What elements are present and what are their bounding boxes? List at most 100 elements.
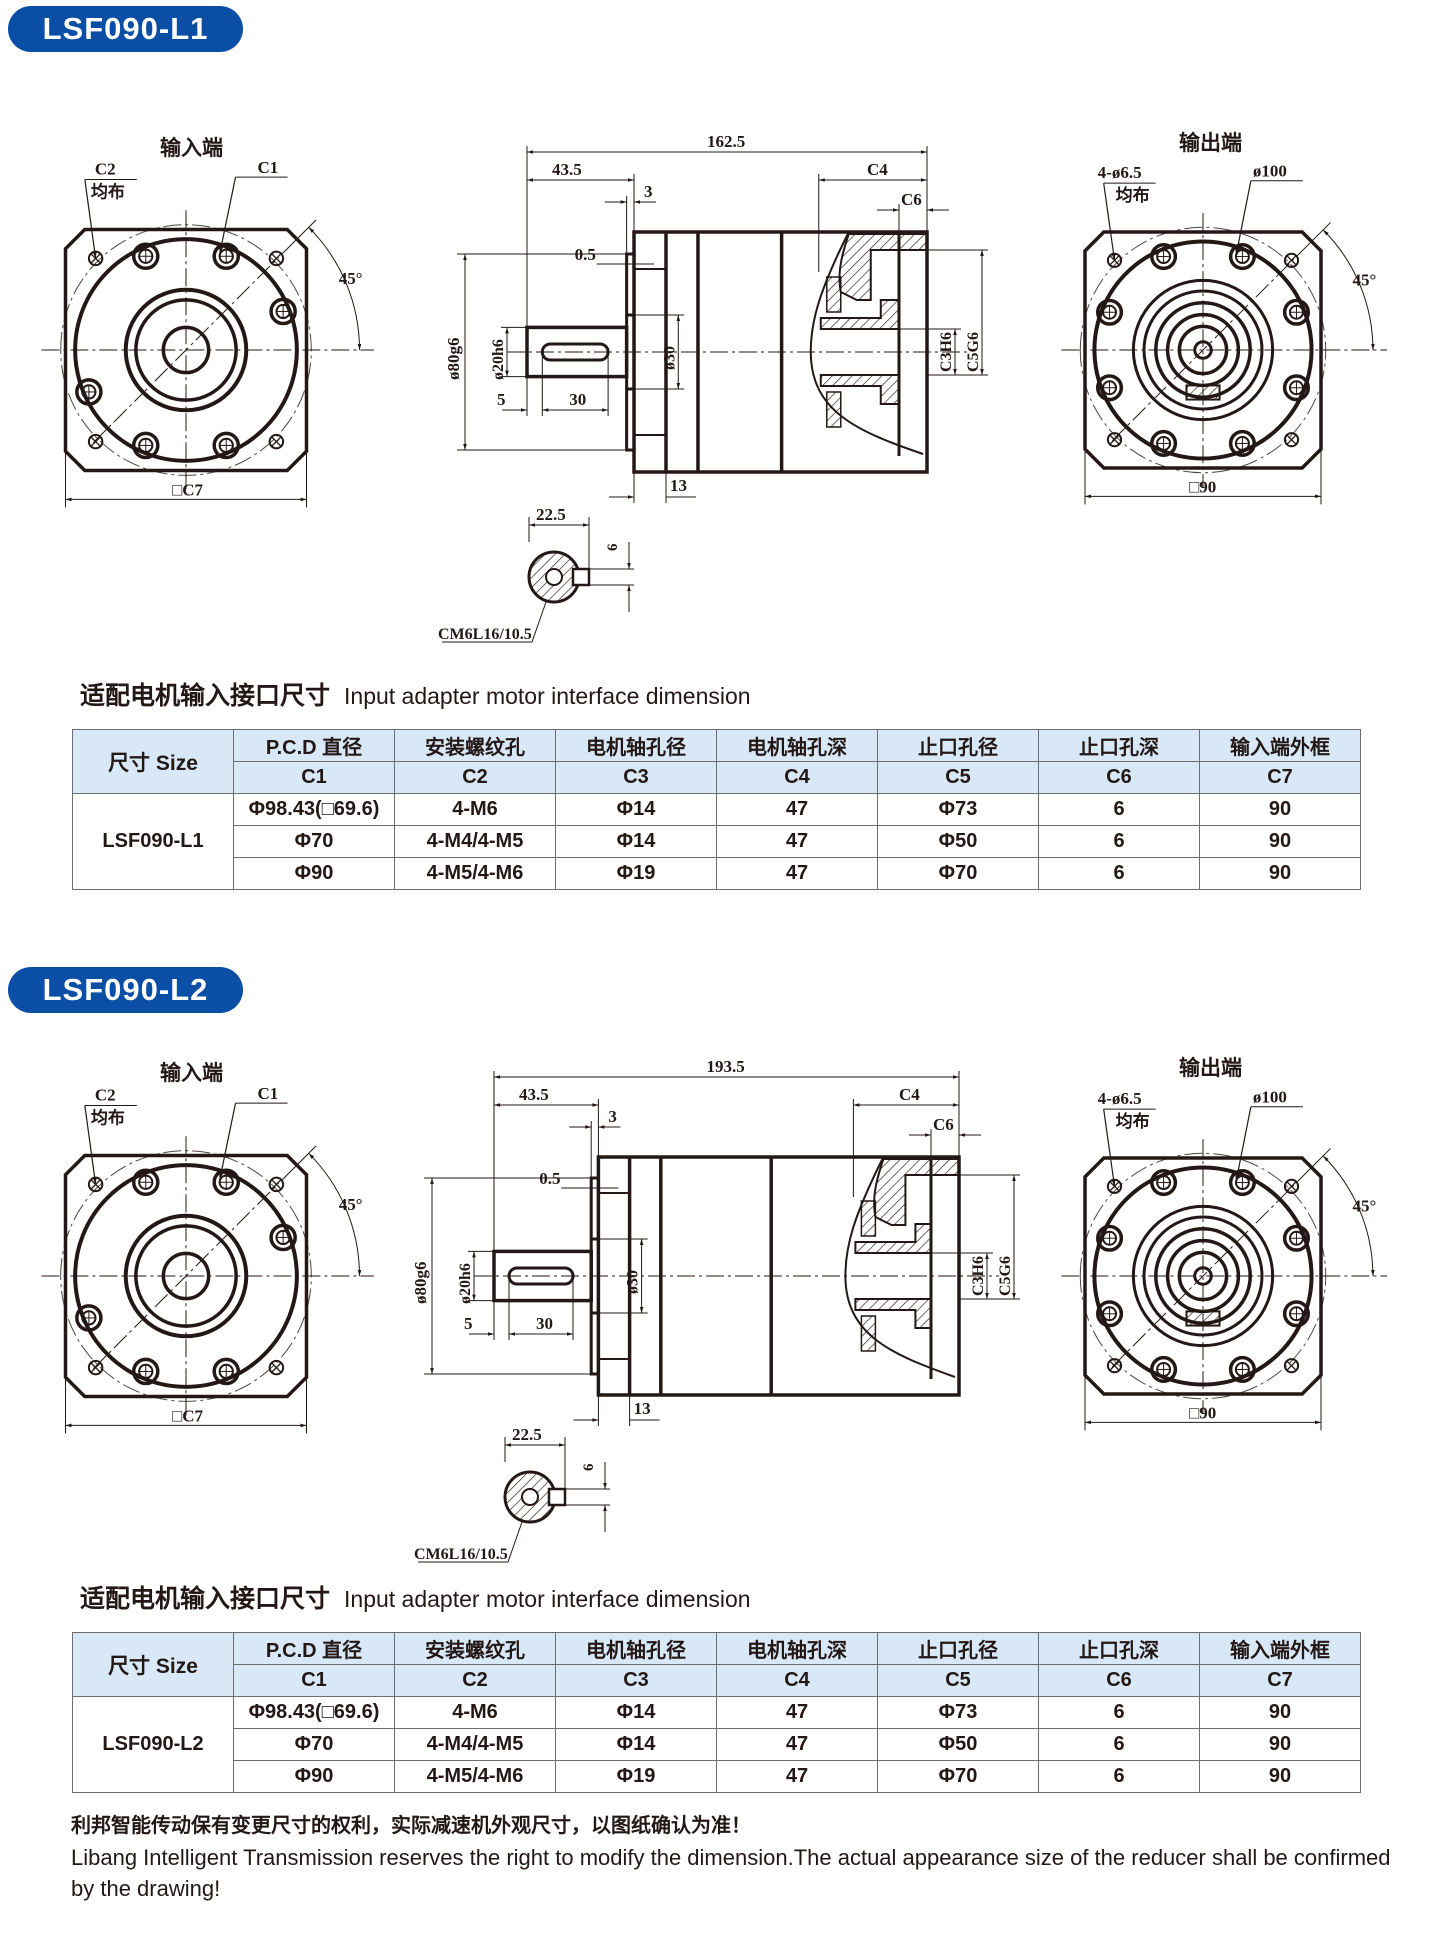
shaft-length-dim: 43.5 xyxy=(552,160,582,179)
table-cell: 6 xyxy=(1038,1728,1200,1761)
angle-label: 45° xyxy=(339,269,363,288)
boss-diameter-dim: ø30 xyxy=(661,346,678,370)
key-offset-dim: 5 xyxy=(497,390,506,409)
column-header-code: C1 xyxy=(233,761,395,794)
table-title-cn: 适配电机输入接口尺寸 xyxy=(80,1584,331,1613)
column-header-cn: 电机轴孔径 xyxy=(555,1632,717,1665)
width-dimension: □C7 xyxy=(172,1406,204,1425)
table-cell: 6 xyxy=(1038,793,1200,826)
table-cell: 90 xyxy=(1199,1696,1361,1729)
shaft-diameter-dim: ø20h6 xyxy=(457,1263,474,1304)
pilot-diameter-dim: ø80g6 xyxy=(444,338,463,381)
evenly-distributed-label: 均布 xyxy=(1116,185,1150,205)
table-cell: Φ19 xyxy=(555,857,717,890)
column-header-code: C3 xyxy=(555,761,717,794)
table-cell: Φ14 xyxy=(555,825,717,858)
view-title: 输入端 xyxy=(160,136,223,160)
column-header-cn: 止口孔径 xyxy=(877,729,1039,762)
evenly-distributed-label: 均布 xyxy=(91,1107,125,1127)
table-cell: 6 xyxy=(1038,857,1200,890)
thread-callout: CM6L16/10.5 xyxy=(438,626,532,643)
table-cell: Φ98.43(□69.6) xyxy=(233,1696,395,1729)
view-title: 输出端 xyxy=(1179,1056,1242,1080)
view-title: 输出端 xyxy=(1179,131,1242,155)
pcd-label: ø100 xyxy=(1253,1088,1287,1107)
key-offset-dim: 5 xyxy=(464,1314,473,1333)
column-header-cn: 电机轴孔径 xyxy=(555,729,717,762)
table-cell: Φ50 xyxy=(877,825,1039,858)
table-cell: 4-M5/4-M6 xyxy=(394,857,556,890)
key-length-dim: 30 xyxy=(536,1314,553,1333)
column-header-code: C7 xyxy=(1199,1664,1361,1697)
column-header-cn: 止口孔径 xyxy=(877,1632,1039,1665)
shaft-length-dim: 43.5 xyxy=(519,1085,549,1104)
column-header-cn: 安装螺纹孔 xyxy=(394,1632,556,1665)
pilot-length-dim: 3 xyxy=(608,1107,617,1126)
holes-label: 4-ø6.5 xyxy=(1098,163,1142,182)
section-key-dim: 6 xyxy=(605,543,621,551)
table-cell: 4-M4/4-M5 xyxy=(394,1728,556,1761)
table-title-l2: 适配电机输入接口尺寸 Input adapter motor interface… xyxy=(80,1579,751,1615)
pcd-label: ø100 xyxy=(1253,162,1287,181)
key-length-dim: 30 xyxy=(569,390,586,409)
table-cell: Φ73 xyxy=(877,1696,1039,1729)
column-header-code: C4 xyxy=(716,1664,878,1697)
flange-thickness-dim: 13 xyxy=(634,1399,651,1418)
table-cell: Φ14 xyxy=(555,1728,717,1761)
column-header-cn: 电机轴孔深 xyxy=(716,1632,878,1665)
table-cell: Φ90 xyxy=(233,1760,395,1793)
column-header-cn: 输入端外框 xyxy=(1199,1632,1361,1665)
c2-label: C2 xyxy=(95,1085,116,1104)
table-cell: 47 xyxy=(716,857,878,890)
table-cell: Φ73 xyxy=(877,793,1039,826)
angle-label: 45° xyxy=(1353,1196,1377,1215)
table-cell: Φ98.43(□69.6) xyxy=(233,793,395,826)
table-cell: 4-M5/4-M6 xyxy=(394,1760,556,1793)
table-cell: 6 xyxy=(1038,825,1200,858)
column-header-cn: P.C.D 直径 xyxy=(233,729,395,762)
c3-dim: C3H6 xyxy=(970,1256,987,1296)
column-header-code: C5 xyxy=(877,761,1039,794)
size-header: 尺寸 Size xyxy=(72,1632,234,1697)
overall-length-dim: 162.5 xyxy=(707,132,745,151)
table-cell: 4-M6 xyxy=(394,1696,556,1729)
column-header-cn: 电机轴孔深 xyxy=(716,729,878,762)
disclaimer-cn: 利邦智能传动保有变更尺寸的权利，实际减速机外观尺寸，以图纸确认为准！ xyxy=(71,1815,751,1837)
flange-thickness-dim: 13 xyxy=(670,476,687,495)
evenly-distributed-label: 均布 xyxy=(91,181,125,201)
table-title-cn: 适配电机输入接口尺寸 xyxy=(80,681,331,710)
column-header-cn: P.C.D 直径 xyxy=(233,1632,395,1665)
c6-dim: C6 xyxy=(933,1115,954,1134)
table-cell: 47 xyxy=(716,1760,878,1793)
table-cell: 6 xyxy=(1038,1760,1200,1793)
shaft-diameter-dim: ø20h6 xyxy=(490,339,507,380)
table-cell: Φ70 xyxy=(233,825,395,858)
column-header-code: C6 xyxy=(1038,1664,1200,1697)
pilot-diameter-dim: ø80g6 xyxy=(411,1262,430,1305)
table-cell: 47 xyxy=(716,1696,878,1729)
table-cell: Φ70 xyxy=(233,1728,395,1761)
c2-label: C2 xyxy=(95,159,116,178)
table-cell: Φ14 xyxy=(555,793,717,826)
c1-label: C1 xyxy=(258,158,279,177)
column-header-code: C2 xyxy=(394,761,556,794)
width-dimension: □90 xyxy=(1189,1403,1216,1422)
section-width-dim: 22.5 xyxy=(536,505,566,524)
table-cell: 6 xyxy=(1038,1696,1200,1729)
table-cell: Φ14 xyxy=(555,1696,717,1729)
model-badge-l1: LSF090-L1 xyxy=(8,6,243,52)
